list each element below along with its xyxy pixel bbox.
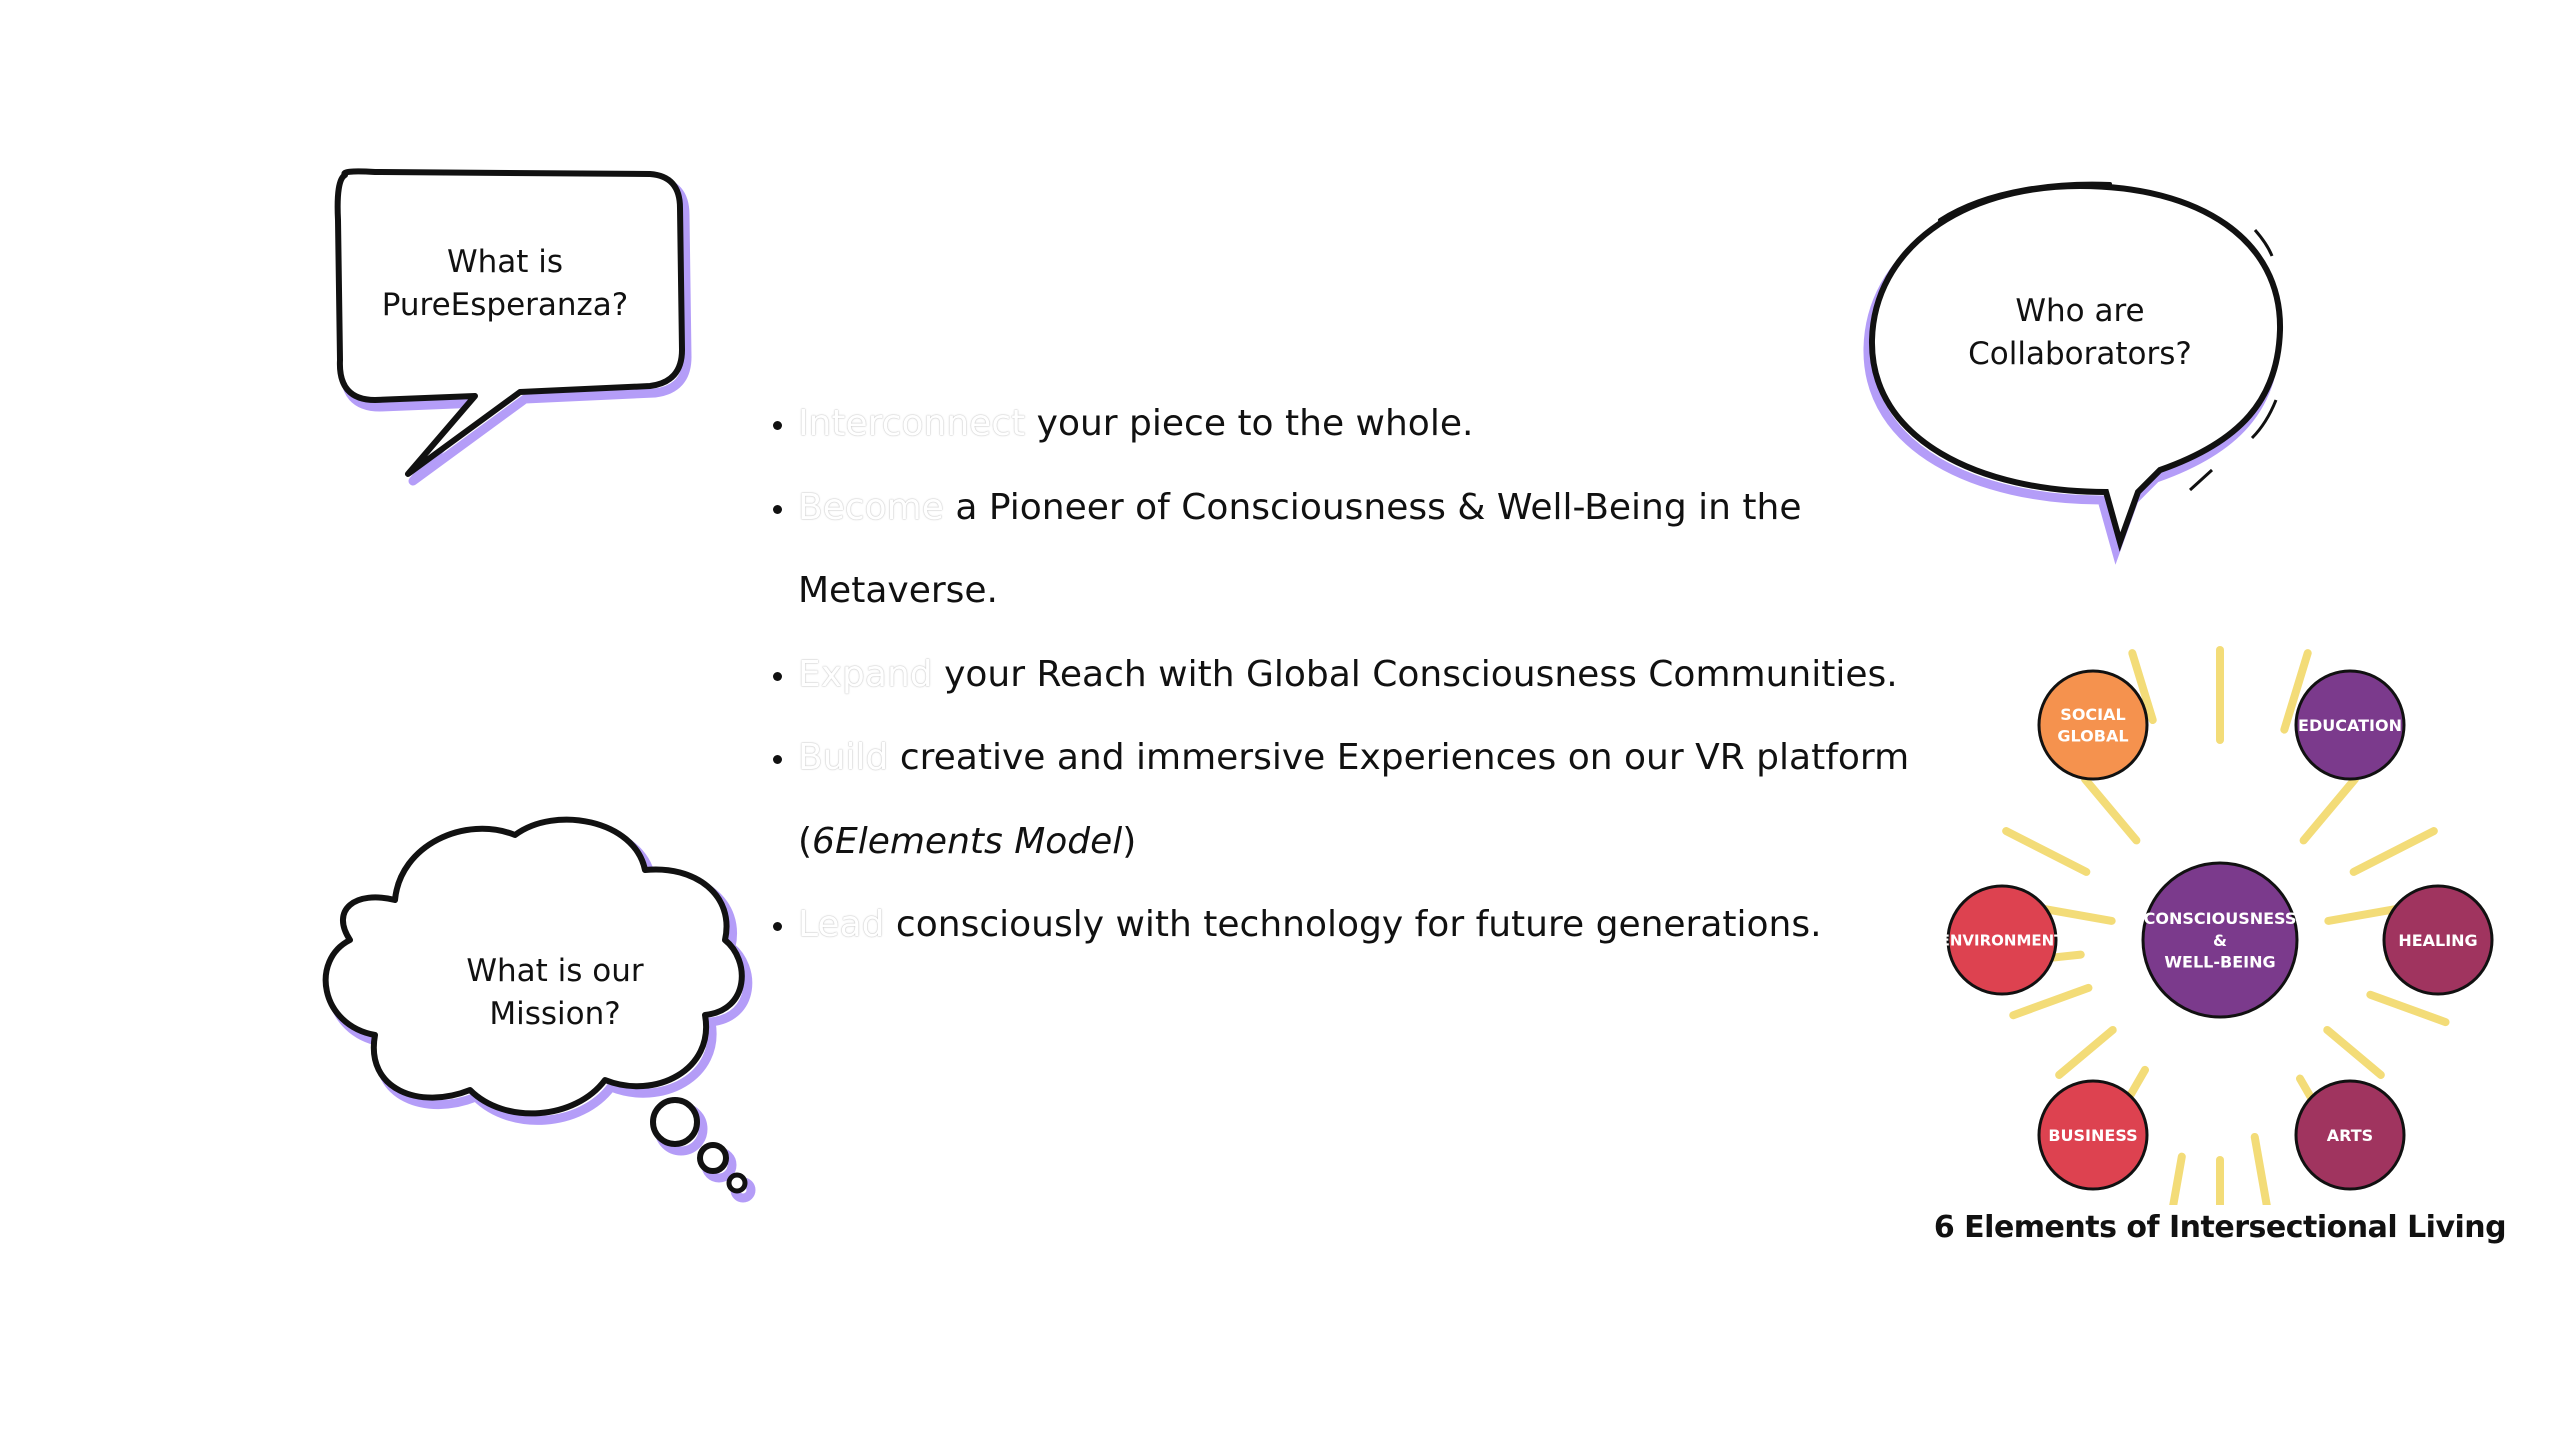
mission-text: a Pioneer of Consciousness & Well-Being … bbox=[798, 486, 1802, 612]
element-healing-label: HEALING bbox=[2398, 931, 2477, 950]
list-item: Interconnect your piece to the whole. bbox=[798, 382, 1938, 466]
element-social-global[interactable]: SOCIAL GLOBAL bbox=[2037, 669, 2149, 781]
speech-bubble-icon bbox=[334, 168, 692, 486]
what-is-bubble-text: What is PureEsperanza? bbox=[345, 241, 665, 327]
mission-text: creative and immersive Experiences on ou… bbox=[798, 737, 1910, 862]
sun-ray-17 bbox=[2055, 1025, 2117, 1079]
six-elements-graphic: SOCIAL GLOBAL EDUCATION HEALING ARTS BUSINESS… bbox=[1940, 646, 2494, 1205]
mission-verb: Expand bbox=[798, 653, 933, 695]
mission-verb: Lead bbox=[798, 904, 885, 945]
element-healing[interactable]: HEALING bbox=[2382, 884, 2494, 996]
model-name: 6Elements Model bbox=[812, 820, 1123, 862]
element-arts-circle bbox=[2294, 1079, 2406, 1191]
list-item: Expand your Reach with Global Consciousn… bbox=[798, 633, 1938, 717]
element-education-circle bbox=[2294, 669, 2406, 781]
mission-list: Interconnect your piece to the whole. Be… bbox=[760, 382, 1938, 967]
what-is-line-2: PureEsperanza? bbox=[381, 287, 629, 323]
mission-text: your Reach with Global Consciousness Com… bbox=[932, 653, 1898, 695]
element-arts[interactable]: ARTS bbox=[2294, 1079, 2406, 1191]
element-business-label: BUSINESS bbox=[2048, 1126, 2137, 1145]
element-business[interactable]: BUSINESS bbox=[2037, 1079, 2149, 1191]
mission-verb: Build bbox=[798, 737, 889, 778]
sun-ray-19 bbox=[2366, 990, 2450, 1027]
diagram-title: 6 Elements of Intersectional Living bbox=[1933, 1210, 2507, 1245]
list-item: Lead consciously with technology for fut… bbox=[798, 883, 1938, 967]
element-social-global-label: SOCIAL bbox=[2060, 705, 2125, 724]
thought-cloud-icon bbox=[322, 816, 756, 1203]
mission-text-tail: ) bbox=[1122, 820, 1137, 862]
collaborators-line-1: Who are bbox=[2015, 293, 2145, 329]
element-environment-label: ENVIRONMENT bbox=[1940, 931, 2066, 949]
element-healing-circle bbox=[2382, 884, 2494, 996]
mission-bubble-text: What is our Mission? bbox=[395, 950, 715, 1036]
element-social-global-circle bbox=[2037, 669, 2149, 781]
sun-ray-15 bbox=[2250, 1132, 2271, 1205]
mission-verb: Interconnect bbox=[798, 403, 1026, 444]
element-center[interactable]: CONSCIOUSNESS & WELL-BEING bbox=[2141, 861, 2299, 1019]
collaborators-bubble-text: Who are Collaborators? bbox=[1920, 290, 2240, 376]
sun-ray-8 bbox=[2299, 775, 2359, 845]
element-environment-circle bbox=[1946, 884, 2058, 996]
element-center-label: CONSCIOUSNESS bbox=[2144, 909, 2297, 928]
sun-ray-12 bbox=[2009, 983, 2093, 1020]
mission-verb: Become bbox=[798, 486, 944, 528]
list-item: Build creative and immersive Experiences… bbox=[798, 716, 1938, 883]
collaborators-line-2: Collaborators? bbox=[1968, 336, 2192, 372]
element-education-label: EDUCATION bbox=[2298, 716, 2402, 735]
mission-text: consciously with technology for future g… bbox=[884, 904, 1822, 945]
element-business-circle bbox=[2037, 1079, 2149, 1191]
element-center-label: WELL-BEING bbox=[2164, 952, 2275, 971]
sun-ray-5 bbox=[2128, 649, 2157, 725]
sun-ray-4 bbox=[2081, 775, 2141, 845]
six-elements-diagram: SOCIAL GLOBAL EDUCATION HEALING ARTS BUSINESS… bbox=[1890, 615, 2550, 1270]
element-arts-label: ARTS bbox=[2327, 1126, 2373, 1145]
what-is-line-1: What is bbox=[446, 244, 564, 280]
element-social-global-label: GLOBAL bbox=[2057, 727, 2128, 746]
list-item: Become a Pioneer of Consciousness & Well… bbox=[798, 466, 1938, 633]
sun-ray-3 bbox=[2002, 827, 2091, 876]
element-center-label: & bbox=[2213, 931, 2227, 950]
oval-speech-bubble-icon bbox=[1863, 181, 2284, 565]
sun-ray-18 bbox=[2323, 1025, 2385, 1079]
element-environment[interactable]: ENVIRONMENT bbox=[1940, 884, 2066, 996]
sun-ray-9 bbox=[2349, 827, 2438, 876]
sun-ray-7 bbox=[2280, 649, 2312, 734]
sun-ray-14 bbox=[2169, 1152, 2186, 1205]
element-center-circle bbox=[2141, 861, 2299, 1019]
mission-line-1: What is our bbox=[466, 953, 644, 989]
element-education[interactable]: EDUCATION bbox=[2294, 669, 2406, 781]
mission-line-2: Mission? bbox=[489, 996, 621, 1032]
mission-text: your piece to the whole. bbox=[1025, 403, 1474, 444]
